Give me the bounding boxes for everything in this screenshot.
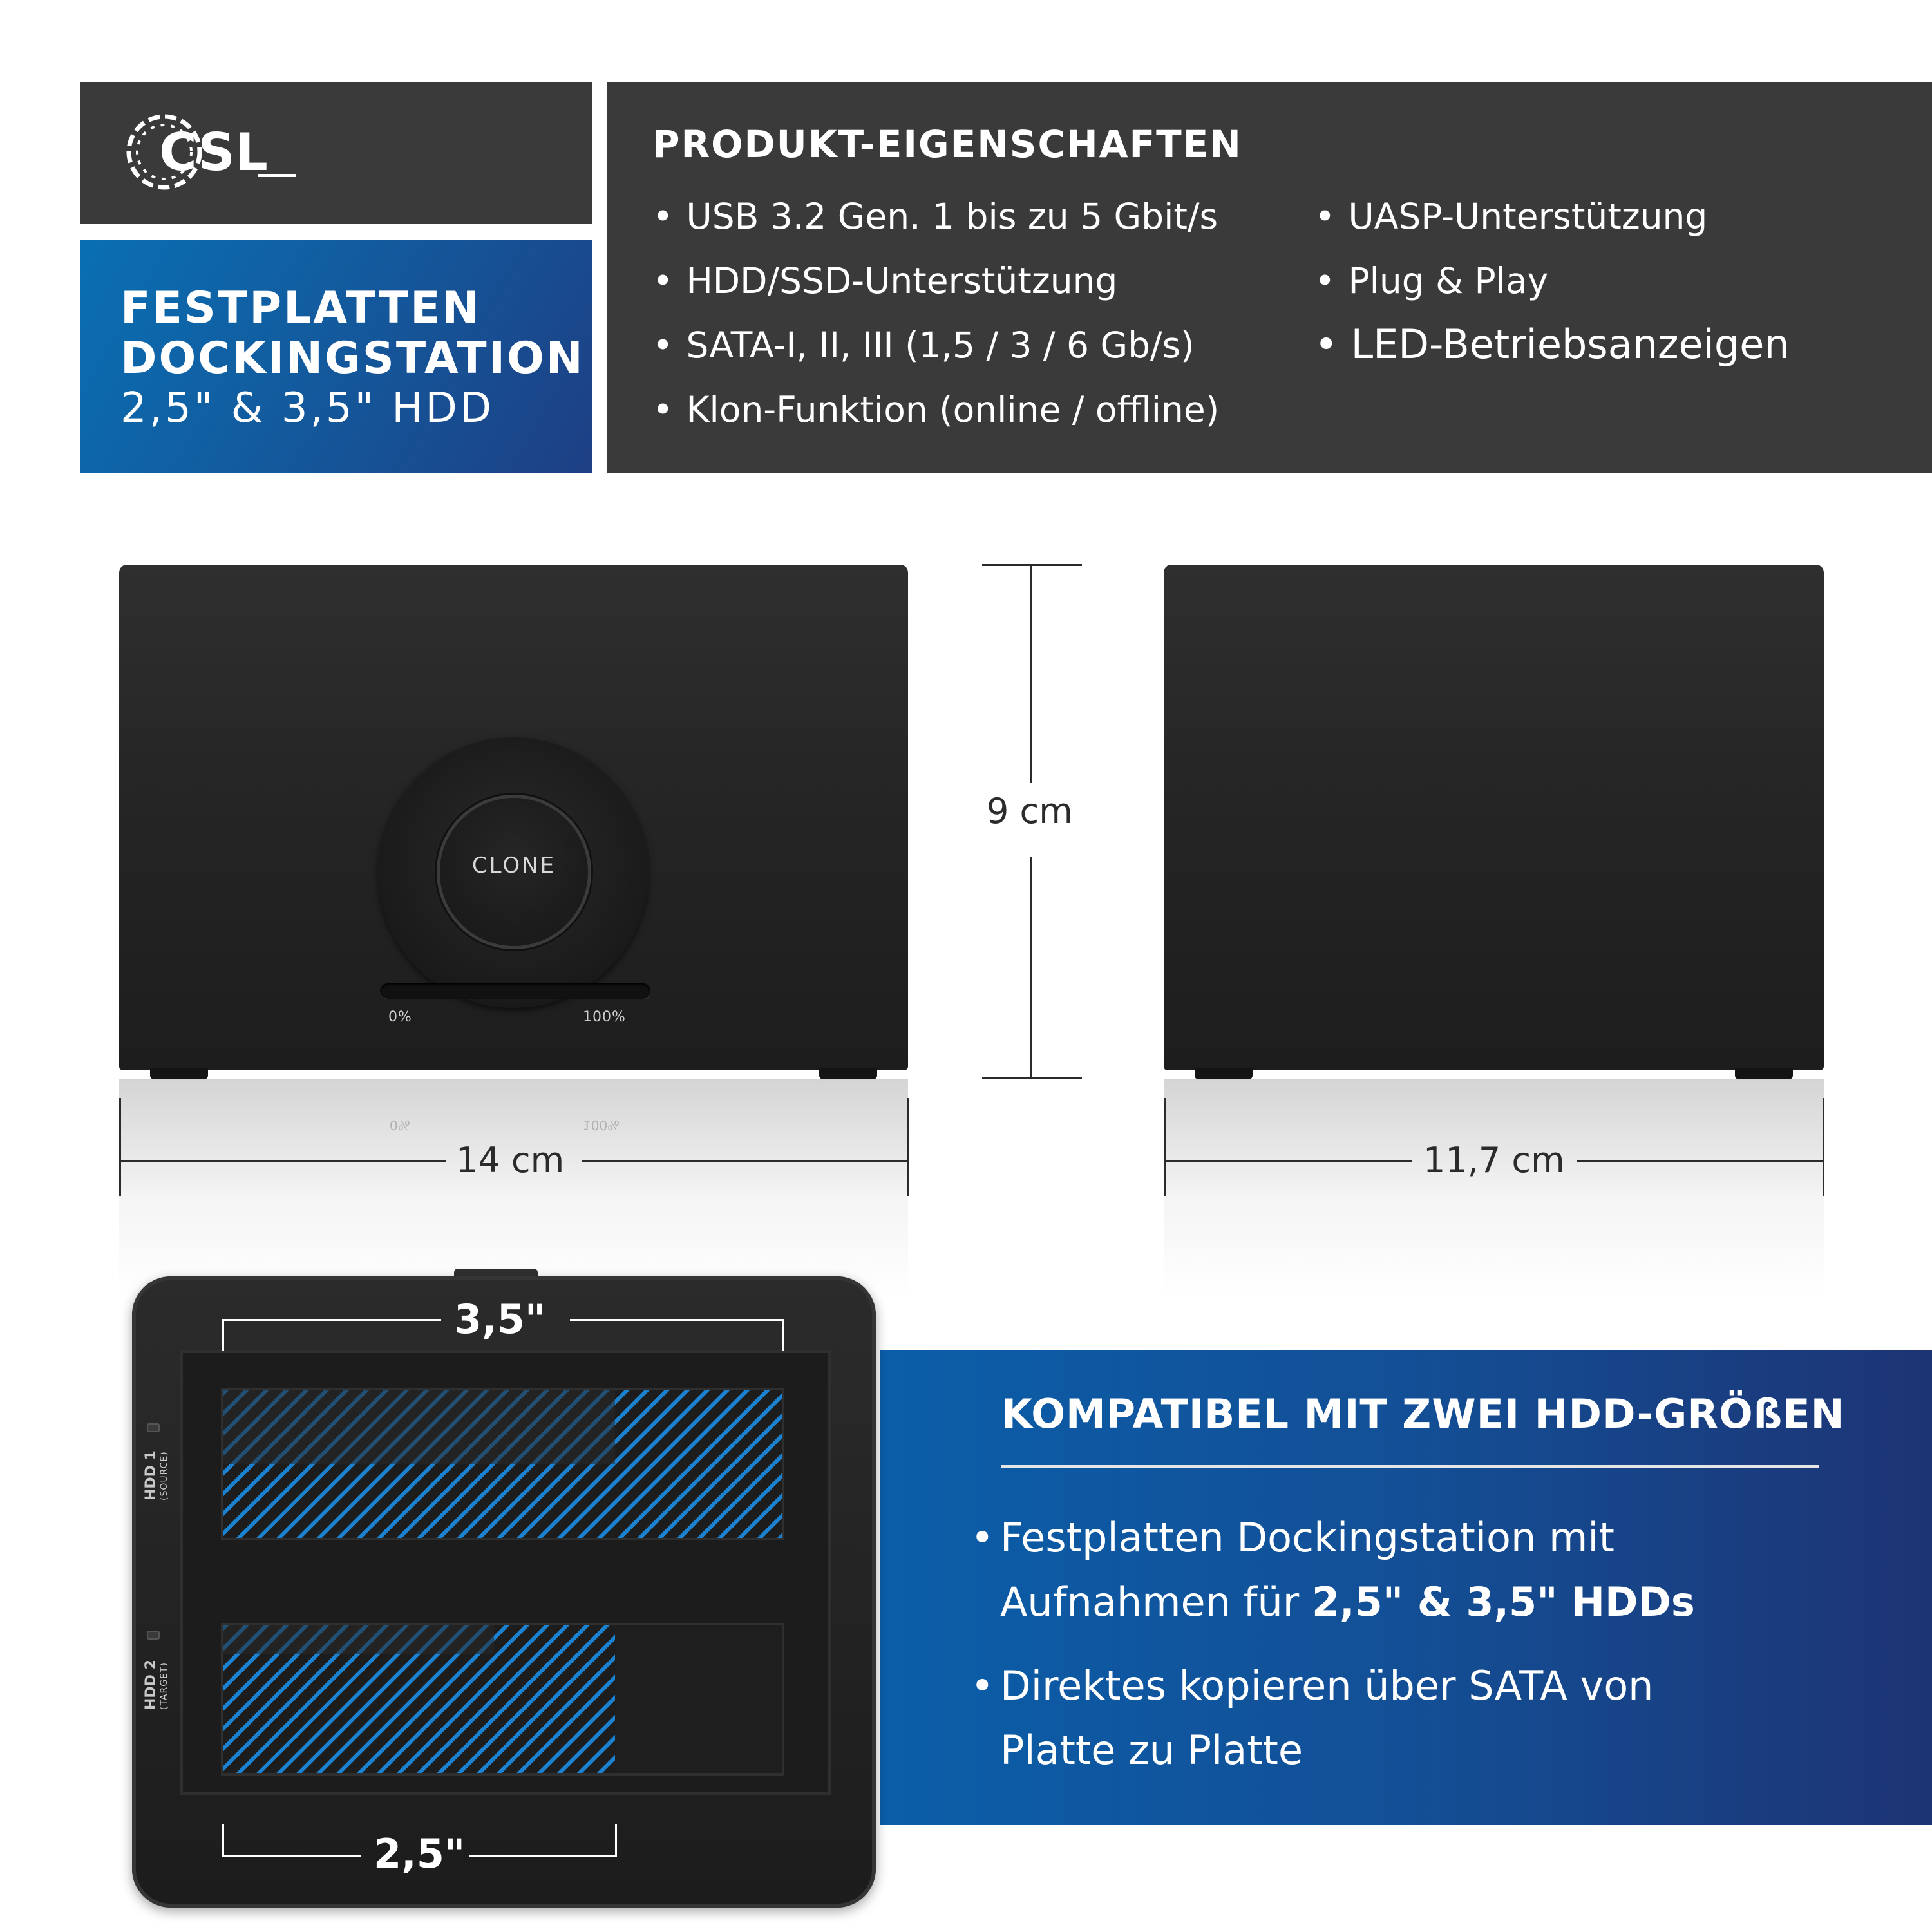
size-25-label: 2,5"	[374, 1830, 466, 1877]
width-dimension-label: 14 cm	[456, 1140, 565, 1180]
front-reflection: 0% 100%	[119, 1079, 908, 1298]
hdd-2-label: HDD 2(TARGET)	[143, 1660, 169, 1710]
depth-dimension-line	[1164, 1160, 1412, 1162]
feature-item: SATA-I, II, III (1,5 / 3 / 6 Gb/s)	[652, 325, 1194, 366]
hdd-1-label: HDD 1(SOURCE)	[143, 1450, 169, 1501]
device-foot	[1195, 1068, 1253, 1079]
logo-panel: CSL	[80, 82, 592, 224]
device-foot	[1735, 1068, 1793, 1079]
features-panel: PRODUKT-EIGENSCHAFTEN USB 3.2 Gen. 1 bis…	[607, 82, 1932, 473]
title-line-1: FESTPLATTEN	[120, 283, 481, 334]
compat-bullet-2-line-1: Direktes kopieren über SATA von	[1000, 1662, 1654, 1709]
feature-item: UASP-Unterstützung	[1314, 196, 1707, 237]
hdd-1-led	[147, 1423, 160, 1432]
size-35-cap-left	[222, 1319, 224, 1351]
compat-bullet-1-text: Aufnahmen für	[1000, 1578, 1312, 1625]
reflected-label: 100%	[583, 1117, 620, 1133]
size-35-line	[222, 1319, 441, 1321]
heading-divider	[1001, 1465, 1819, 1468]
depth-dimension-cap-left	[1164, 1098, 1166, 1196]
depth-dimension-label: 11,7 cm	[1423, 1140, 1565, 1180]
width-dimension-line	[582, 1160, 908, 1162]
compat-bullet-1-line-1: Festplatten Dockingstation mit	[1000, 1514, 1615, 1561]
dock-front-view: CLONE 0% 100%	[119, 565, 908, 1079]
feature-item: HDD/SSD-Unterstützung	[652, 260, 1117, 301]
height-dimension-line	[1030, 857, 1032, 1078]
size-35-label: 3,5"	[454, 1296, 546, 1343]
size-35-cap-right	[782, 1319, 784, 1351]
feature-item: LED-Betriebsanzeigen	[1314, 321, 1790, 368]
size-25-line	[222, 1855, 361, 1857]
size-25-cap-left	[222, 1824, 224, 1856]
feature-item: Klon-Funktion (online / offline)	[652, 389, 1219, 430]
size-35-line	[570, 1319, 784, 1321]
hdd-2-led	[147, 1631, 160, 1640]
width-dimension-cap-right	[907, 1098, 909, 1196]
slot-hdd-2-connector	[223, 1625, 494, 1654]
title-line-2: DOCKINGSTATION	[120, 333, 585, 384]
height-dimension-line	[1030, 564, 1032, 783]
compat-bullet-1-bold: 2,5" & 3,5" HDDs	[1311, 1578, 1695, 1625]
height-dimension-label: 9 cm	[987, 791, 1073, 831]
logo-text: CSL	[159, 122, 268, 182]
title-line-3: 2,5" & 3,5" HDD	[120, 384, 495, 432]
compatibility-panel: KOMPATIBEL MIT ZWEI HDD-GRÖßEN • Festpla…	[880, 1350, 1932, 1825]
hdd-1-label-text: HDD 1	[143, 1450, 159, 1501]
device-foot	[819, 1068, 877, 1079]
feature-item: Plug & Play	[1314, 260, 1548, 301]
reflected-label: 0%	[390, 1117, 410, 1133]
size-25-cap-right	[615, 1824, 617, 1856]
feature-item: USB 3.2 Gen. 1 bis zu 5 Gbit/s	[652, 196, 1218, 237]
dock-side-view	[1164, 565, 1824, 1079]
clone-button	[440, 798, 588, 946]
hdd-1-sublabel: (SOURCE)	[159, 1451, 169, 1501]
bullet-dot: •	[971, 1662, 994, 1709]
size-25-line	[469, 1855, 617, 1857]
clone-button-label: CLONE	[471, 853, 556, 878]
compat-bullet-1-line-2: Aufnahmen für 2,5" & 3,5" HDDs	[1000, 1578, 1695, 1625]
product-title-panel: FESTPLATTEN DOCKINGSTATION 2,5" & 3,5" H…	[80, 240, 592, 473]
depth-dimension-cap-right	[1823, 1098, 1824, 1196]
width-dimension-line	[119, 1160, 446, 1162]
csl-logo: CSL	[126, 114, 296, 190]
device-foot	[150, 1068, 208, 1079]
hdd-2-label-text: HDD 2	[143, 1660, 159, 1710]
compatibility-heading: KOMPATIBEL MIT ZWEI HDD-GRÖßEN	[1001, 1390, 1845, 1437]
side-reflection	[1164, 1079, 1824, 1298]
width-dimension-cap-left	[119, 1098, 121, 1196]
bullet-dot: •	[971, 1514, 994, 1561]
hdd-2-sublabel: (TARGET)	[159, 1662, 169, 1710]
progress-end-label: 100%	[583, 1009, 626, 1025]
progress-indicator	[380, 983, 650, 999]
features-heading: PRODUKT-EIGENSCHAFTEN	[652, 122, 1242, 166]
compat-bullet-2-line-2: Platte zu Platte	[1000, 1727, 1303, 1774]
depth-dimension-line	[1577, 1160, 1824, 1162]
slot-hdd-1-connector	[223, 1390, 615, 1464]
progress-start-label: 0%	[388, 1009, 412, 1025]
